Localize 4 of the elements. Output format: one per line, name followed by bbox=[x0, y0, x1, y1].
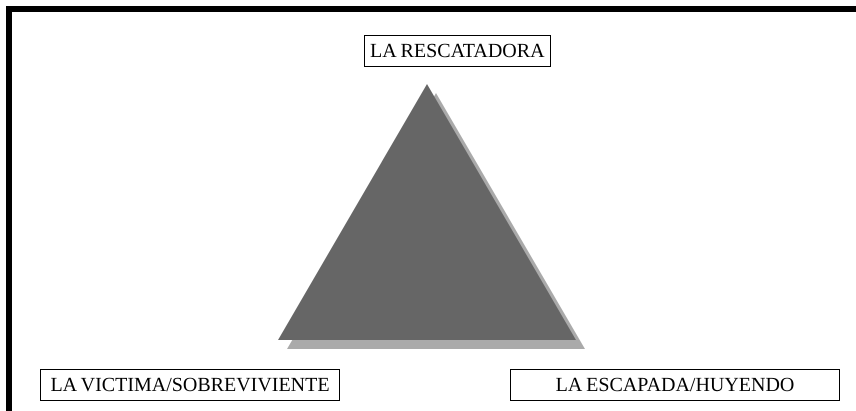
triangle-shape bbox=[278, 84, 585, 349]
role-label: LA RESCATADORA bbox=[364, 35, 551, 67]
role-label: LA ESCAPADA/HUYENDO bbox=[510, 369, 840, 401]
role-label: LA VICTIMA/SOBREVIVIENTE bbox=[40, 369, 340, 401]
